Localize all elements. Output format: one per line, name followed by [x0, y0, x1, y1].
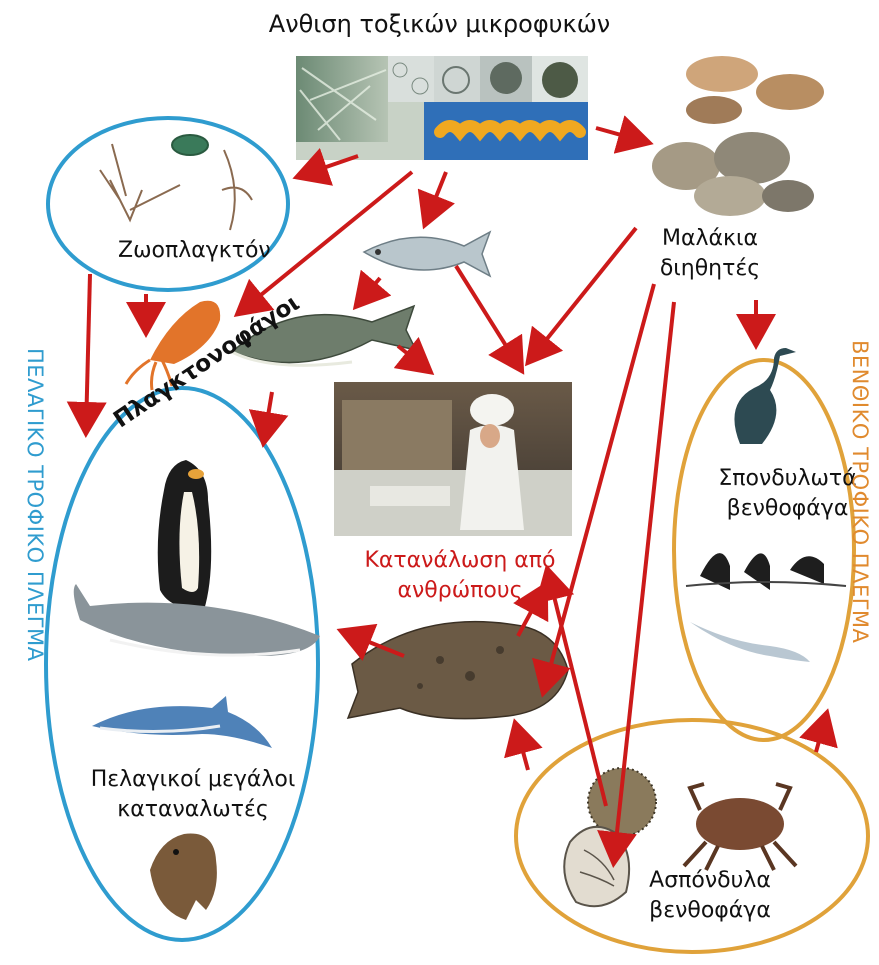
molluscs-label-line1: Μαλάκια — [655, 224, 765, 254]
zooplankton-organisms — [100, 135, 252, 230]
cormorant-bird — [734, 348, 796, 444]
benthic-invertebrates-line2: βενθοφάγα — [630, 896, 790, 926]
oysters-photo — [652, 56, 824, 216]
diagram-title: Ανθιση τοξικών μικροφυκών — [0, 8, 879, 40]
whelk-shell — [564, 827, 629, 906]
molluscs-label: Μαλάκια διηθητές — [655, 224, 765, 283]
molluscs-label-line2: διηθητές — [655, 254, 765, 284]
gull-bird — [690, 622, 810, 662]
human-consumption-line2: ανθρώπους — [344, 576, 576, 606]
human-consumption-photo — [334, 382, 572, 536]
pelagic-web-side-label: ΠΕΛΑΓΙΚΟ ΤΡΟΦΙΚΟ ΠΛΕΓΜΑ — [23, 348, 47, 662]
pelagic-consumers-label: Πελαγικοί μεγάλοι καταναλωτές — [78, 765, 308, 824]
penguin — [158, 460, 211, 610]
benthic-invertebrates-label: Ασπόνδυλα βενθοφάγα — [630, 866, 790, 925]
benthic-web-side-label: ΒΕΝΘΙΚΟ ΤΡΟΦΙΚΟ ΠΛΕΓΜΑ — [848, 340, 872, 643]
human-consumption-line1: Κατανάλωση από — [344, 546, 576, 576]
flatfish — [348, 622, 568, 719]
zooplankton-label: Ζωοπλαγκτόν — [118, 236, 271, 266]
herring-fish — [364, 232, 490, 276]
sea-lion — [150, 834, 217, 920]
pelagic-consumers-line2: καταναλωτές — [78, 795, 308, 825]
human-consumption-label: Κατανάλωση από ανθρώπους — [344, 546, 576, 605]
seals — [686, 553, 846, 590]
benthic-invertebrates-line1: Ασπόνδυλα — [630, 866, 790, 896]
dolphin — [92, 696, 272, 748]
crab — [684, 784, 796, 870]
microalgae-photo — [296, 56, 588, 160]
pelagic-consumers-line1: Πελαγικοί μεγάλοι — [78, 765, 308, 795]
